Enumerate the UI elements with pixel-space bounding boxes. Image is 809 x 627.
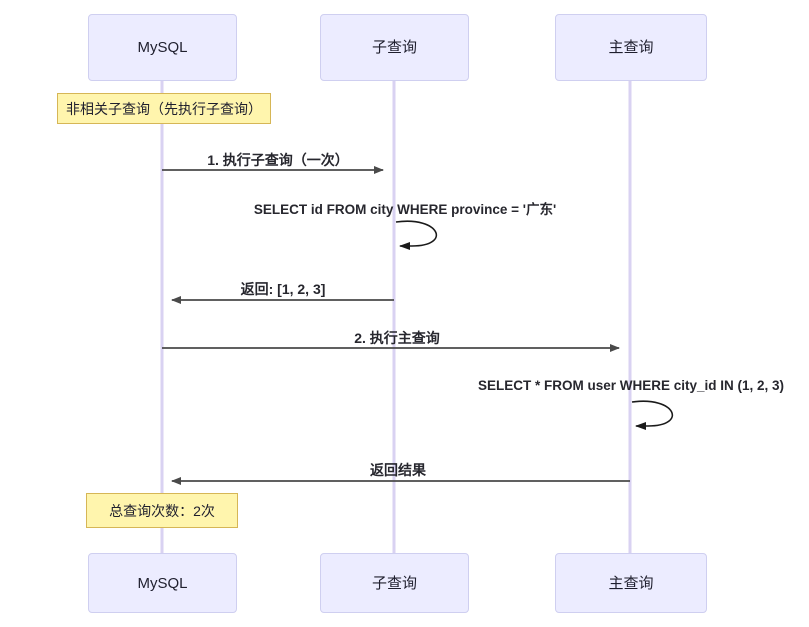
message-selfloop-5 [631, 400, 673, 430]
participant-box-mainquery-top[interactable]: 主查询 [555, 14, 707, 81]
participant-label-mainquery-bottom: 主查询 [608, 574, 654, 592]
participant-box-mysql-top[interactable]: MySQL [88, 14, 237, 81]
note-label-bottom: 总查询次数：2次 [109, 502, 215, 519]
participant-box-subquery-top[interactable]: 子查询 [320, 14, 469, 81]
message-selfloop-2 [395, 220, 437, 250]
message-label-4: 2. 执行主查询 [354, 330, 440, 346]
message-label-5: SELECT * FROM user WHERE city_id IN (1, … [477, 378, 785, 393]
note-non-correlated-subquery: 非相关子查询（先执行子查询） [57, 93, 271, 124]
participant-label-mainquery-top: 主查询 [608, 39, 654, 56]
participant-box-mysql-bottom[interactable]: MySQL [88, 553, 237, 613]
message-label-2: SELECT id FROM city WHERE province = '广东… [253, 202, 557, 217]
participant-label-subquery-bottom: 子查询 [371, 574, 417, 592]
lifelines [160, 81, 632, 553]
participant-box-subquery-bottom[interactable]: 子查询 [320, 553, 469, 613]
message-label-6: 返回结果 [370, 462, 426, 478]
participant-label-mysql-bottom: MySQL [137, 574, 188, 592]
note-label-top: 非相关子查询（先执行子查询） [66, 100, 262, 117]
note-total-query-count: 总查询次数：2次 [86, 493, 238, 528]
participant-box-mainquery-bottom[interactable]: 主查询 [555, 553, 707, 613]
message-label-1: 1. 执行子查询（一次） [207, 152, 349, 168]
message-label-3: 返回: [1, 2, 3] [240, 281, 326, 297]
participant-label-subquery-top: 子查询 [371, 39, 417, 56]
participant-label-mysql-top: MySQL [137, 39, 188, 56]
